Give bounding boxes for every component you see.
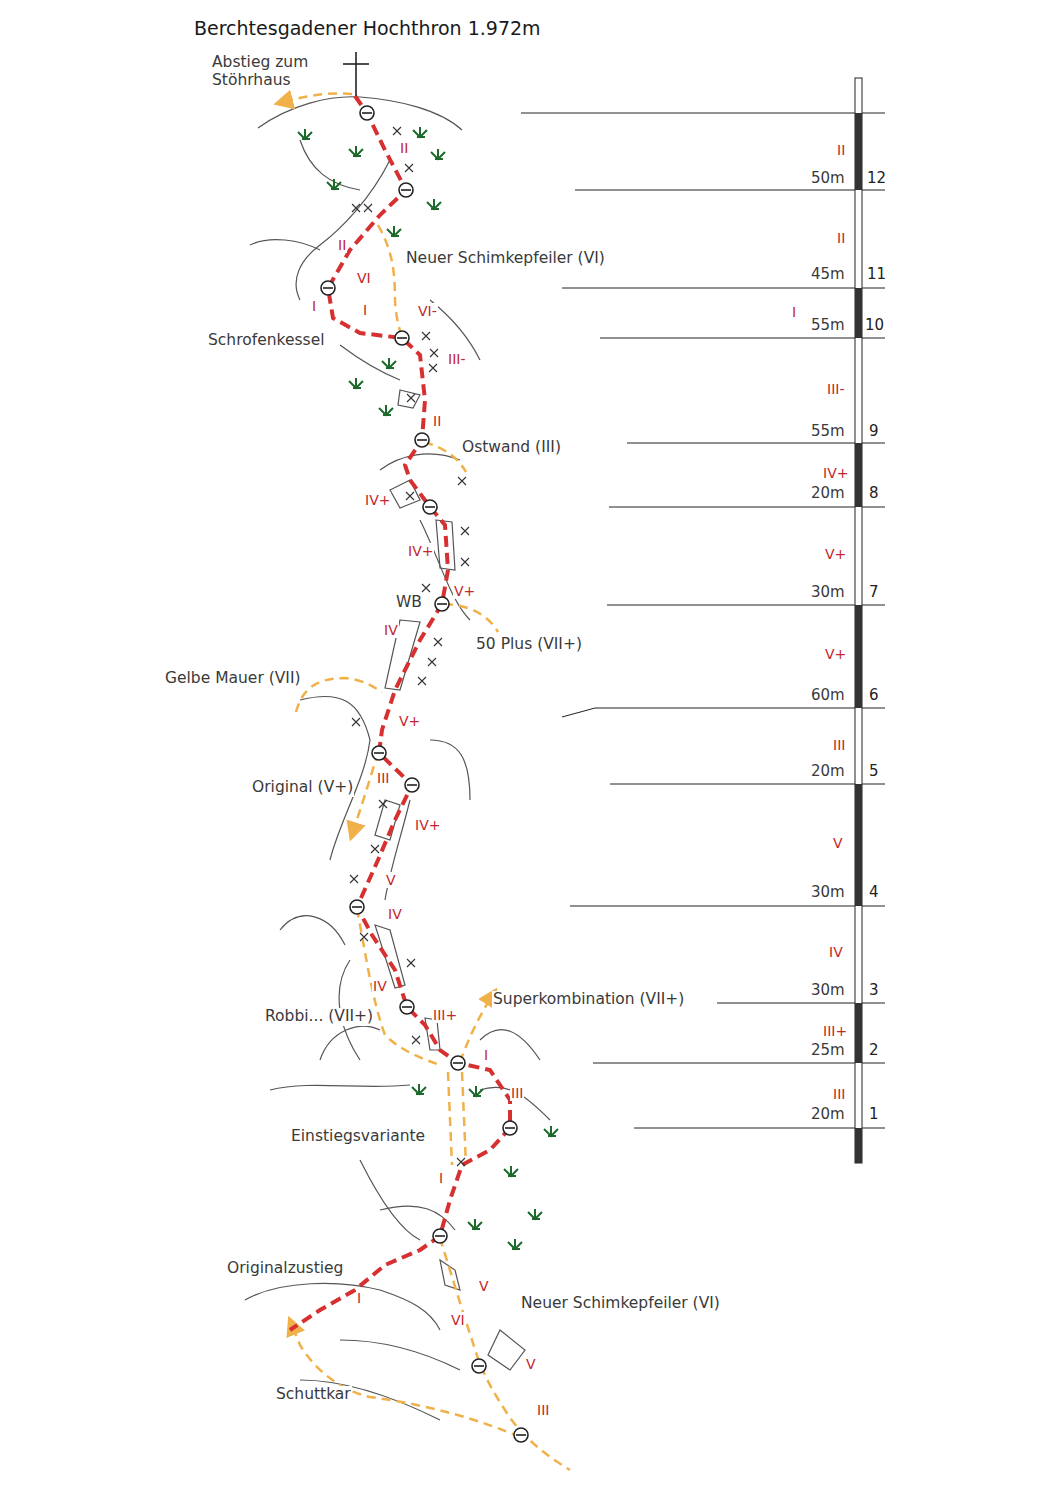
difficulty-grade: III- [826, 381, 845, 397]
difficulty-grade: V [478, 1278, 490, 1294]
vegetation-symbols [298, 127, 558, 1249]
belay-symbols [321, 106, 528, 1442]
difficulty-grade: II [399, 140, 409, 156]
route-name: Einstiegsvariante [290, 1128, 426, 1146]
difficulty-grade: IV [387, 906, 403, 922]
pitch-number: 9 [868, 423, 880, 440]
pitch-number: 12 [866, 170, 887, 187]
difficulty-grade: I [356, 1290, 362, 1306]
pitch-length: 55m [810, 423, 846, 440]
difficulty-grade: VI [356, 270, 372, 286]
difficulty-grade: I [483, 1047, 489, 1063]
route-name: Gelbe Mauer (VII) [164, 670, 302, 688]
difficulty-grade: IV [383, 622, 399, 638]
difficulty-grade: I [311, 298, 317, 314]
pitch-number: 3 [868, 982, 880, 999]
difficulty-grade: V+ [824, 546, 847, 562]
difficulty-grade: III- [447, 351, 466, 367]
pitch-length: 55m [810, 317, 846, 334]
pitch-number: 8 [868, 485, 880, 502]
difficulty-grade: II [836, 142, 846, 158]
pitch-length: 25m [810, 1042, 846, 1059]
difficulty-grade: III [536, 1402, 550, 1418]
pitch-number: 7 [868, 584, 880, 601]
pitch-length: 50m [810, 170, 846, 187]
pitch-scale-bar [855, 78, 862, 1163]
pitch-length: 30m [810, 884, 846, 901]
difficulty-grade: V [832, 835, 844, 851]
difficulty-grade: I [791, 304, 797, 320]
route-name: 50 Plus (VII+) [475, 636, 583, 654]
route-name: Neuer Schimkepfeiler (VI) [405, 250, 606, 268]
main-route [290, 96, 510, 1330]
pitch-number: 6 [868, 687, 880, 704]
difficulty-grade: I [362, 302, 368, 318]
pitch-number: 2 [868, 1042, 880, 1059]
route-name: Abstieg zum Stöhrhaus [211, 54, 328, 90]
difficulty-grade: IV+ [414, 817, 441, 833]
difficulty-grade: V [385, 872, 397, 888]
pitch-length: 60m [810, 687, 846, 704]
route-name: Schrofenkessel [207, 332, 325, 350]
summit-cross [343, 52, 369, 96]
route-name: Original (V+) [251, 779, 354, 797]
difficulty-grade: V+ [453, 583, 476, 599]
difficulty-grade: III+ [822, 1023, 848, 1039]
pitch-length: 45m [810, 266, 846, 283]
route-name: WB [395, 594, 423, 612]
pitch-number: 4 [868, 884, 880, 901]
difficulty-grade: IV+ [364, 492, 391, 508]
difficulty-grade: III [832, 1086, 846, 1102]
difficulty-grade: IV [828, 944, 844, 960]
pitch-length: 20m [810, 763, 846, 780]
difficulty-grade: III [376, 770, 390, 786]
pitch-number: 11 [866, 266, 887, 283]
pitch-length: 30m [810, 584, 846, 601]
route-name: Ostwand (III) [461, 439, 562, 457]
difficulty-grade: VI- [417, 303, 438, 319]
difficulty-grade: IV+ [822, 465, 849, 481]
difficulty-grade: I [438, 1170, 444, 1186]
difficulty-grade: V+ [398, 713, 421, 729]
difficulty-grade: II [432, 413, 442, 429]
difficulty-grade: III [510, 1085, 524, 1101]
pitch-number: 5 [868, 763, 880, 780]
title: Berchtesgadener Hochthron 1.972m [193, 18, 542, 40]
difficulty-grade: V [525, 1356, 537, 1372]
route-name: Originalzustieg [226, 1260, 344, 1278]
pitch-length: 20m [810, 485, 846, 502]
difficulty-grade: III [832, 737, 846, 753]
difficulty-grade: V+ [824, 646, 847, 662]
pitch-length: 20m [810, 1106, 846, 1123]
route-name: Schuttkar [275, 1386, 352, 1404]
rock-outlines [245, 97, 550, 1420]
difficulty-grade: III+ [432, 1007, 458, 1023]
pitch-number: 1 [868, 1106, 880, 1123]
route-name: Superkombination (VII+) [492, 991, 685, 1009]
pitch-number: 10 [864, 317, 885, 334]
pitch-length: 30m [810, 982, 846, 999]
difficulty-grade: II [836, 230, 846, 246]
route-name: Robbi... (VII+) [264, 1008, 374, 1026]
difficulty-grade: VI [450, 1312, 466, 1328]
difficulty-grade: IV+ [407, 543, 434, 559]
route-name: Neuer Schimkepfeiler (VI) [520, 1295, 721, 1313]
difficulty-grade: II [337, 237, 347, 253]
difficulty-grade: IV [372, 978, 388, 994]
